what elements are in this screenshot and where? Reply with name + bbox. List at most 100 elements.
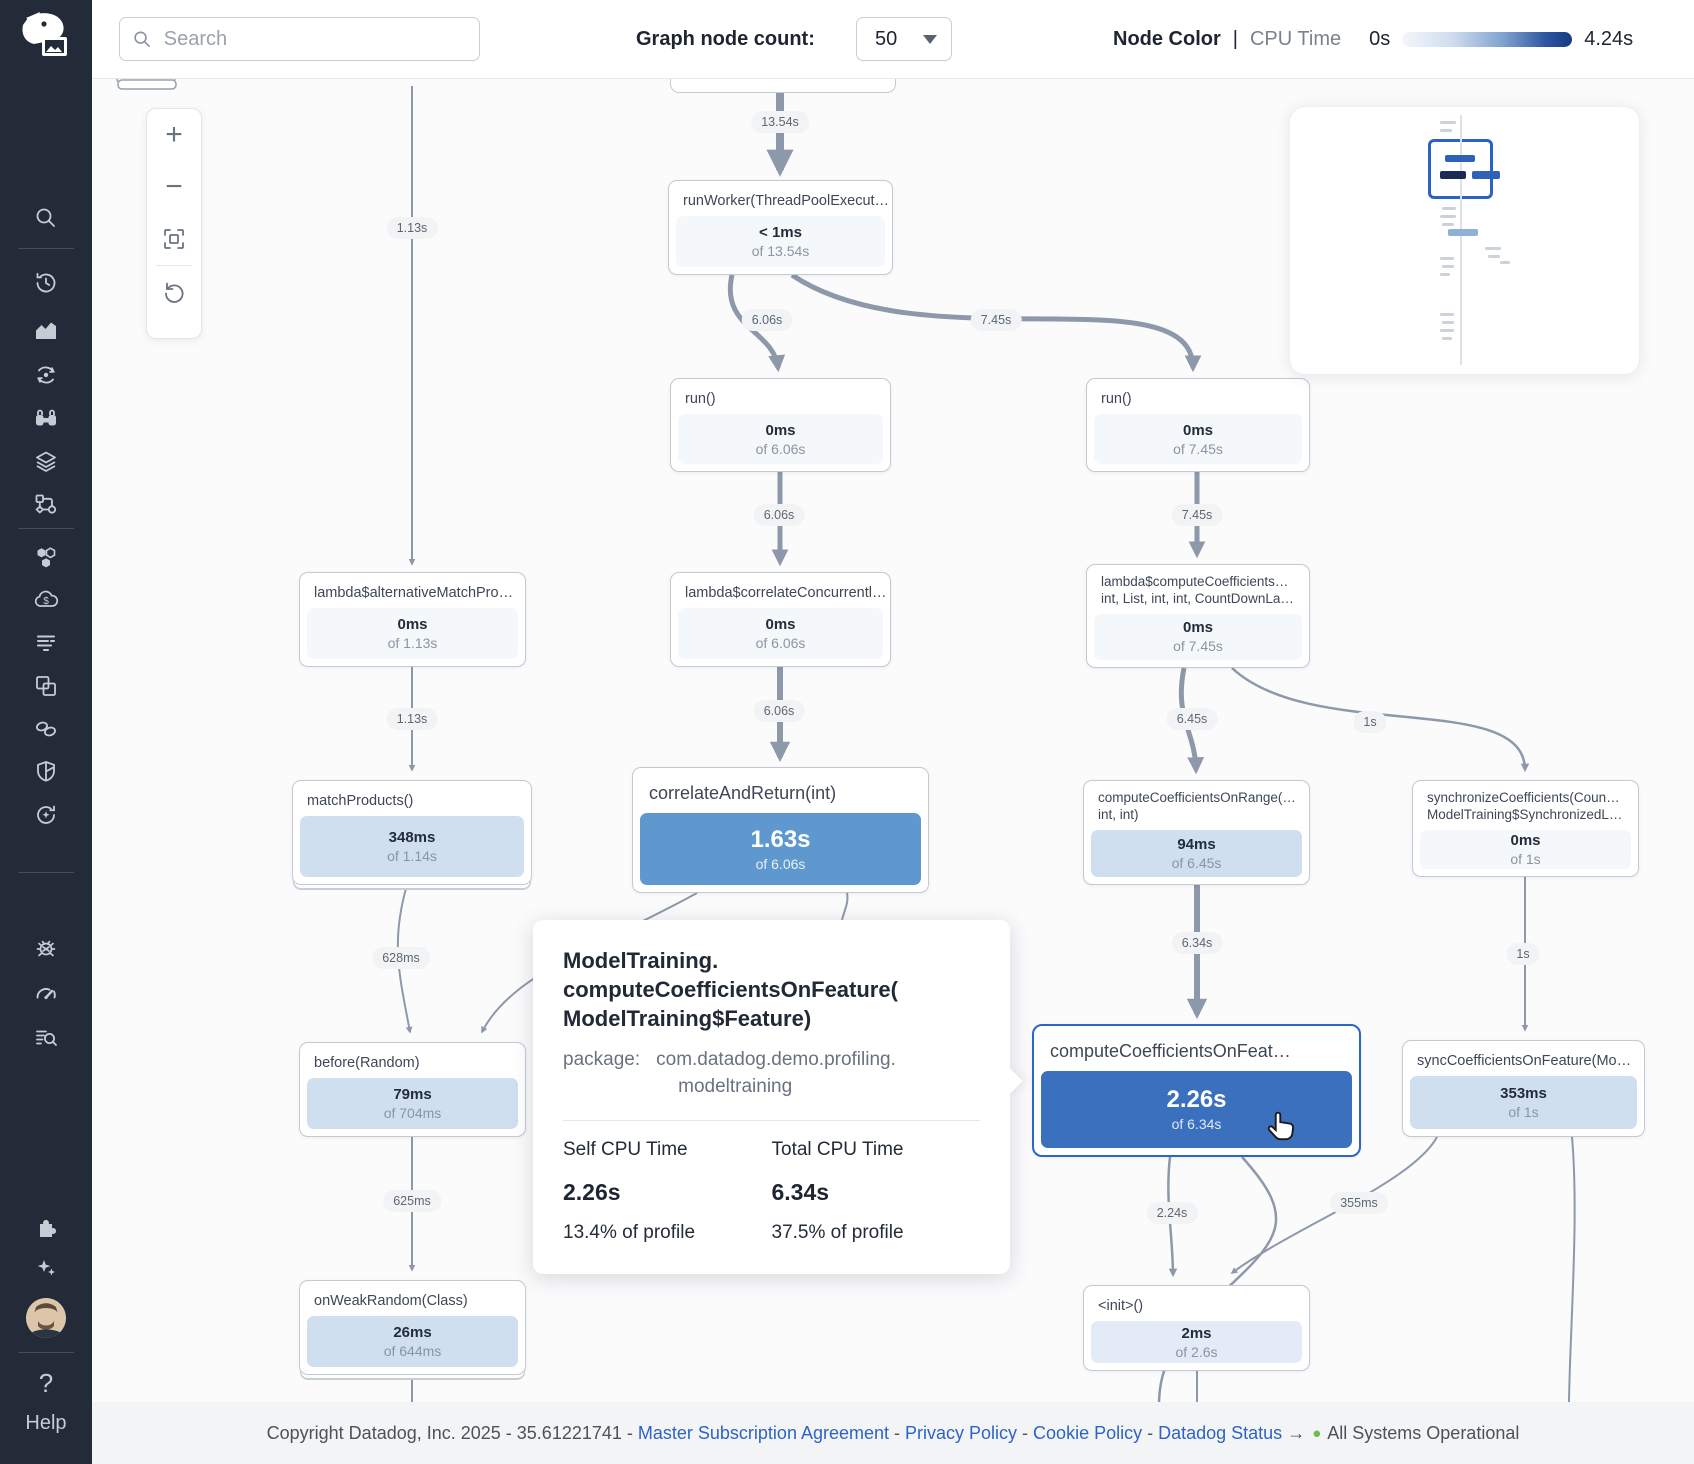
edge-label: 1.13s: [386, 217, 438, 239]
logs-icon[interactable]: [0, 630, 92, 656]
node-self-time: 1.63s: [750, 825, 811, 853]
security-icon[interactable]: [0, 759, 92, 785]
node-total-time: of 704ms: [383, 1105, 442, 1122]
footer-link[interactable]: Master Subscription Agreement: [637, 1422, 890, 1443]
help-label[interactable]: Help: [25, 1412, 67, 1434]
apm-icon[interactable]: [0, 362, 92, 388]
footer-text: -: [889, 1422, 906, 1443]
sparkles-icon[interactable]: [0, 1254, 92, 1280]
sidebar-divider: [18, 872, 74, 873]
node-total-time: of 1.14s: [387, 848, 437, 865]
node-self-time: 0ms: [397, 616, 428, 634]
metrics-icon[interactable]: [0, 318, 92, 344]
footer-link[interactable]: Cookie Policy: [1033, 1422, 1143, 1443]
minimap-mark: [1500, 261, 1510, 264]
minimap[interactable]: [1289, 106, 1640, 375]
edge-label: 6.06s: [741, 309, 793, 331]
sidebar-divider: [18, 1352, 74, 1353]
tooltip-stats: Self CPU Time Total CPU Time 2.26s 6.34s…: [563, 1139, 980, 1244]
node-title: before(Random): [314, 1055, 420, 1071]
search-icon[interactable]: [0, 205, 92, 231]
node-self-time: 0ms: [1182, 421, 1214, 439]
minimap-mark: [1440, 273, 1450, 276]
avatar[interactable]: [26, 1298, 66, 1338]
rum-icon[interactable]: [0, 673, 92, 699]
watchdog-icon[interactable]: [0, 406, 92, 432]
minimap-mark: [1442, 265, 1454, 268]
tooltip-title: ModelTraining. computeCoefficientsOnFeat…: [563, 948, 898, 1032]
hand-cursor-icon: [1264, 1110, 1300, 1155]
integrations-icon[interactable]: [0, 1214, 92, 1240]
graph-node-partial[interactable]: [670, 78, 896, 93]
network-map-icon[interactable]: [0, 492, 92, 518]
containers-icon[interactable]: [0, 545, 92, 571]
cloud-cost-icon[interactable]: $: [0, 587, 92, 613]
node-self-time: 79ms: [393, 1086, 432, 1104]
minimap-mark: [1442, 223, 1454, 226]
audit-trail-icon[interactable]: [0, 1025, 92, 1051]
minimap-mark: [1440, 121, 1456, 124]
infrastructure-icon[interactable]: [0, 449, 92, 475]
graph-node-count-select[interactable]: 50: [856, 17, 952, 61]
footer-link[interactable]: Privacy Policy: [905, 1422, 1018, 1443]
node-self-time: 0ms: [1510, 831, 1541, 849]
chevron-down-icon: [923, 34, 937, 44]
graph-node-count-value: 50: [875, 27, 898, 50]
footer-text: -: [1142, 1422, 1159, 1443]
node-title: run(): [685, 391, 716, 407]
main-area: Graph node count: 50 Node Color | CPU Ti…: [92, 0, 1694, 1464]
edge-label: 6.45s: [1166, 708, 1218, 730]
graph-node-lambda-compute-coefficients[interactable]: lambda$computeCoefficients…int, List, in…: [1086, 564, 1310, 668]
fit-to-screen-button[interactable]: [147, 213, 201, 265]
graph-node-synchronize-coefficients[interactable]: synchronizeCoefficients(Coun…ModelTraini…: [1412, 780, 1639, 877]
help-icon[interactable]: ?: [38, 1368, 54, 1398]
node-title: lambda$computeCoefficients…int, List, in…: [1101, 574, 1294, 606]
footer-text: →: [1282, 1422, 1311, 1443]
minimap-mark: [1440, 329, 1454, 332]
node-title: run(): [1101, 391, 1132, 407]
zoom-in-button[interactable]: +: [165, 118, 183, 151]
legend-max: 4.24s: [1584, 27, 1634, 50]
search-box[interactable]: [119, 17, 480, 61]
synthetics-icon[interactable]: [0, 802, 92, 828]
graph-node-compute-coefficients-on-range[interactable]: computeCoefficientsOnRange(…int, int)94m…: [1083, 780, 1310, 885]
node-title: computeCoefficientsOnFeat…: [1050, 1041, 1291, 1061]
history-icon[interactable]: [0, 270, 92, 296]
bug-icon[interactable]: [0, 935, 92, 961]
footer-link[interactable]: Datadog Status: [1158, 1422, 1283, 1443]
svg-text:$: $: [43, 596, 49, 607]
edge-label: 6.34s: [1171, 932, 1223, 954]
edge-label: 13.54s: [751, 111, 809, 133]
gauge-icon[interactable]: [0, 980, 92, 1006]
node-title: correlateAndReturn(int): [649, 783, 837, 803]
node-self-time: 353ms: [1500, 1085, 1547, 1103]
search-icon: [134, 31, 150, 48]
node-total-time: of 7.45s: [1173, 440, 1223, 457]
edge-label: 7.45s: [970, 309, 1022, 331]
legend-metric: CPU Time: [1249, 27, 1342, 50]
ci-pipelines-icon[interactable]: [0, 716, 92, 742]
datadog-logo-icon[interactable]: [13, 9, 77, 67]
minimap-mark: [1460, 115, 1462, 365]
zoom-out-button[interactable]: −: [165, 170, 183, 203]
search-input[interactable]: [161, 26, 467, 52]
footer-text: Copyright Datadog, Inc. 2025 - 35.612217…: [266, 1422, 638, 1443]
reset-view-button[interactable]: [147, 266, 201, 318]
